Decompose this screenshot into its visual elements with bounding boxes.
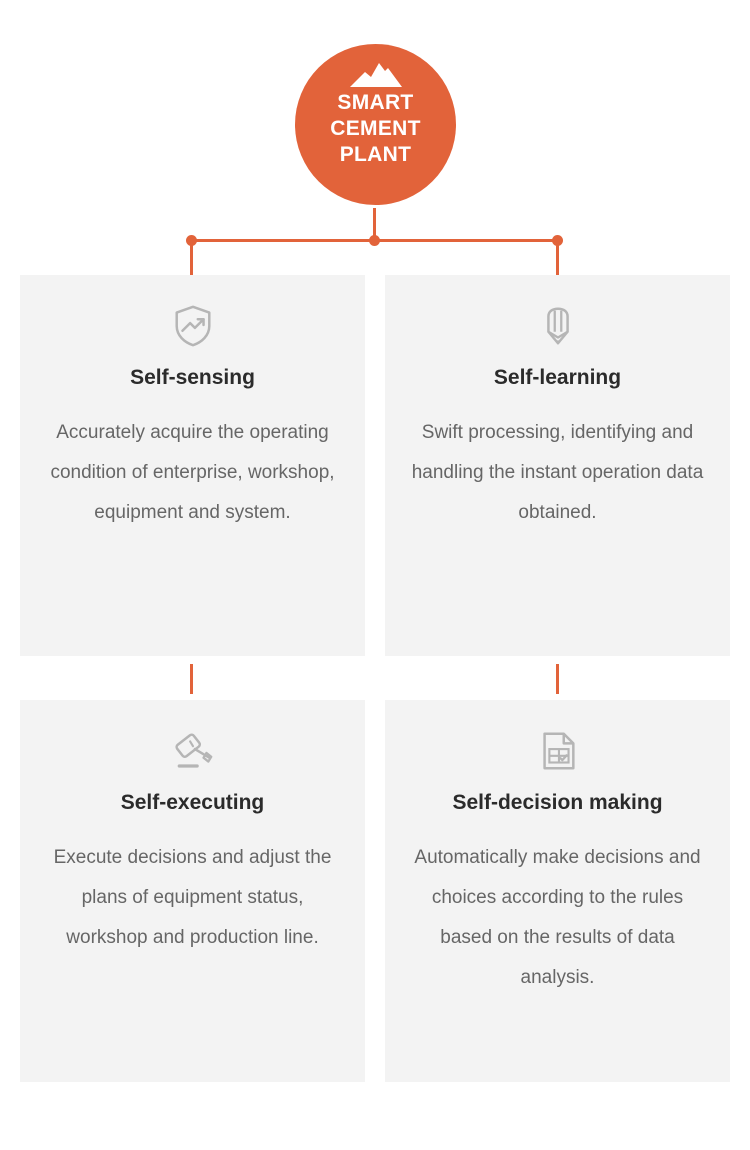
card-title: Self-decision making: [452, 791, 663, 814]
hub-title-line-2: CEMENT: [330, 117, 421, 140]
connector-dot-left: [186, 235, 197, 246]
connector-vertical-to-card-2: [556, 245, 559, 275]
hub-title-line-3: PLANT: [339, 143, 412, 166]
connector-hub-vertical: [373, 208, 376, 240]
pencil-tip-icon: [546, 307, 569, 345]
mountain-icon: [349, 63, 402, 87]
card-description: Swift processing, identifying and handli…: [411, 422, 704, 523]
hub-title: SMART CEMENT PLANT: [330, 90, 420, 168]
card-title: Self-learning: [493, 366, 622, 389]
document-check-icon: [542, 732, 575, 770]
connector-vertical-to-card-3: [190, 664, 193, 694]
connector-vertical-to-card-4: [556, 664, 559, 694]
card-description: Accurately acquire the operating conditi…: [50, 422, 335, 523]
hub-circle: SMART CEMENT PLANT: [295, 44, 456, 205]
connector-dot-center: [369, 235, 380, 246]
shield-trend-icon: [174, 305, 211, 347]
card-self-sensing[interactable]: Self-sensing Accurately acquire the oper…: [20, 275, 365, 656]
card-description: Execute decisions and adjust the plans o…: [53, 847, 332, 948]
hub-title-line-1: SMART: [337, 91, 414, 114]
card-title: Self-executing: [120, 791, 265, 814]
connector-dot-right: [552, 235, 563, 246]
card-self-decision-making[interactable]: Self-decision making Automatically make …: [385, 700, 730, 1082]
card-self-executing[interactable]: Self-executing Execute decisions and adj…: [20, 700, 365, 1082]
card-self-learning[interactable]: Self-learning Swift processing, identify…: [385, 275, 730, 656]
gavel-icon: [174, 733, 212, 768]
card-title: Self-sensing: [130, 366, 255, 389]
connector-vertical-to-card-1: [190, 245, 193, 275]
card-description: Automatically make decisions and choices…: [414, 847, 701, 988]
